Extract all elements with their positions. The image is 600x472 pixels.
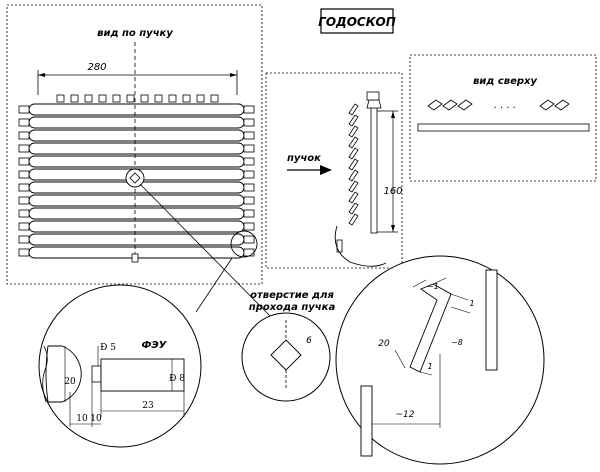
- detail-marker-circle: [230, 230, 258, 258]
- pmt-detail: ФЭУ 20 Ð 5 Ð 8 10 10 23: [38, 284, 202, 448]
- top-view-plate: [417, 123, 590, 132]
- detail-dim-8: ~8: [451, 338, 463, 347]
- width-dimension: 280: [37, 62, 238, 95]
- scintillator-strips: [28, 103, 245, 259]
- top-view-label: вид сверху: [473, 76, 538, 87]
- hole-label-line2: прохода пучка: [249, 302, 336, 313]
- title-box: ГОДОСКОП: [318, 8, 396, 34]
- detail-dim-1b: 1: [469, 299, 474, 308]
- slanted-strips: [348, 103, 359, 226]
- side-view-panel: пучок 16: [265, 72, 403, 269]
- bottom-stub: [131, 253, 139, 263]
- detail-dim-12: ~12: [396, 410, 415, 420]
- pmt-dim-10a: 10: [76, 414, 88, 424]
- top-view-dots: . . . .: [494, 100, 516, 111]
- pmt-dim-d5: Ð 5: [100, 343, 116, 353]
- hole-detail: отверстие для прохода пучка 6: [241, 290, 336, 402]
- pmt-dim-23: 23: [142, 401, 154, 411]
- vertical-light-guide: [366, 91, 382, 234]
- diagram-title: ГОДОСКОП: [318, 15, 396, 29]
- detail-dim-20: 20: [378, 339, 390, 349]
- width-280-label: 280: [87, 62, 106, 73]
- detail-dim-1c: 1: [427, 362, 432, 371]
- beam-arrow: [320, 165, 332, 175]
- beam-view-panel: вид по пучку 280: [6, 4, 263, 285]
- top-view-strips: [427, 99, 570, 111]
- side-detail-arc: [334, 225, 387, 267]
- pmt-dim-20: 20: [64, 377, 76, 387]
- strip-detail: ~1 1 ~8 20 1 ~12: [335, 255, 545, 465]
- leader-lines: [139, 183, 275, 321]
- top-view-panel: вид сверху . . . .: [409, 54, 597, 182]
- beam-hole-marker: [125, 168, 145, 188]
- detail-dim-1a: ~1: [427, 282, 439, 291]
- beam-label: пучок: [287, 153, 321, 164]
- top-squares: [56, 94, 219, 103]
- beam-view-label: вид по пучку: [97, 28, 173, 39]
- side-stubs: [18, 105, 255, 257]
- hole-dim-6: 6: [306, 336, 312, 346]
- height-160-label: 160: [383, 186, 402, 197]
- pmt-label: ФЭУ: [142, 340, 168, 351]
- height-dimension: 160: [377, 110, 403, 233]
- pmt-dim-10b: 10: [90, 414, 102, 424]
- hole-label-line1: отверстие для: [250, 290, 334, 301]
- pmt-dim-d8: Ð 8: [169, 374, 185, 384]
